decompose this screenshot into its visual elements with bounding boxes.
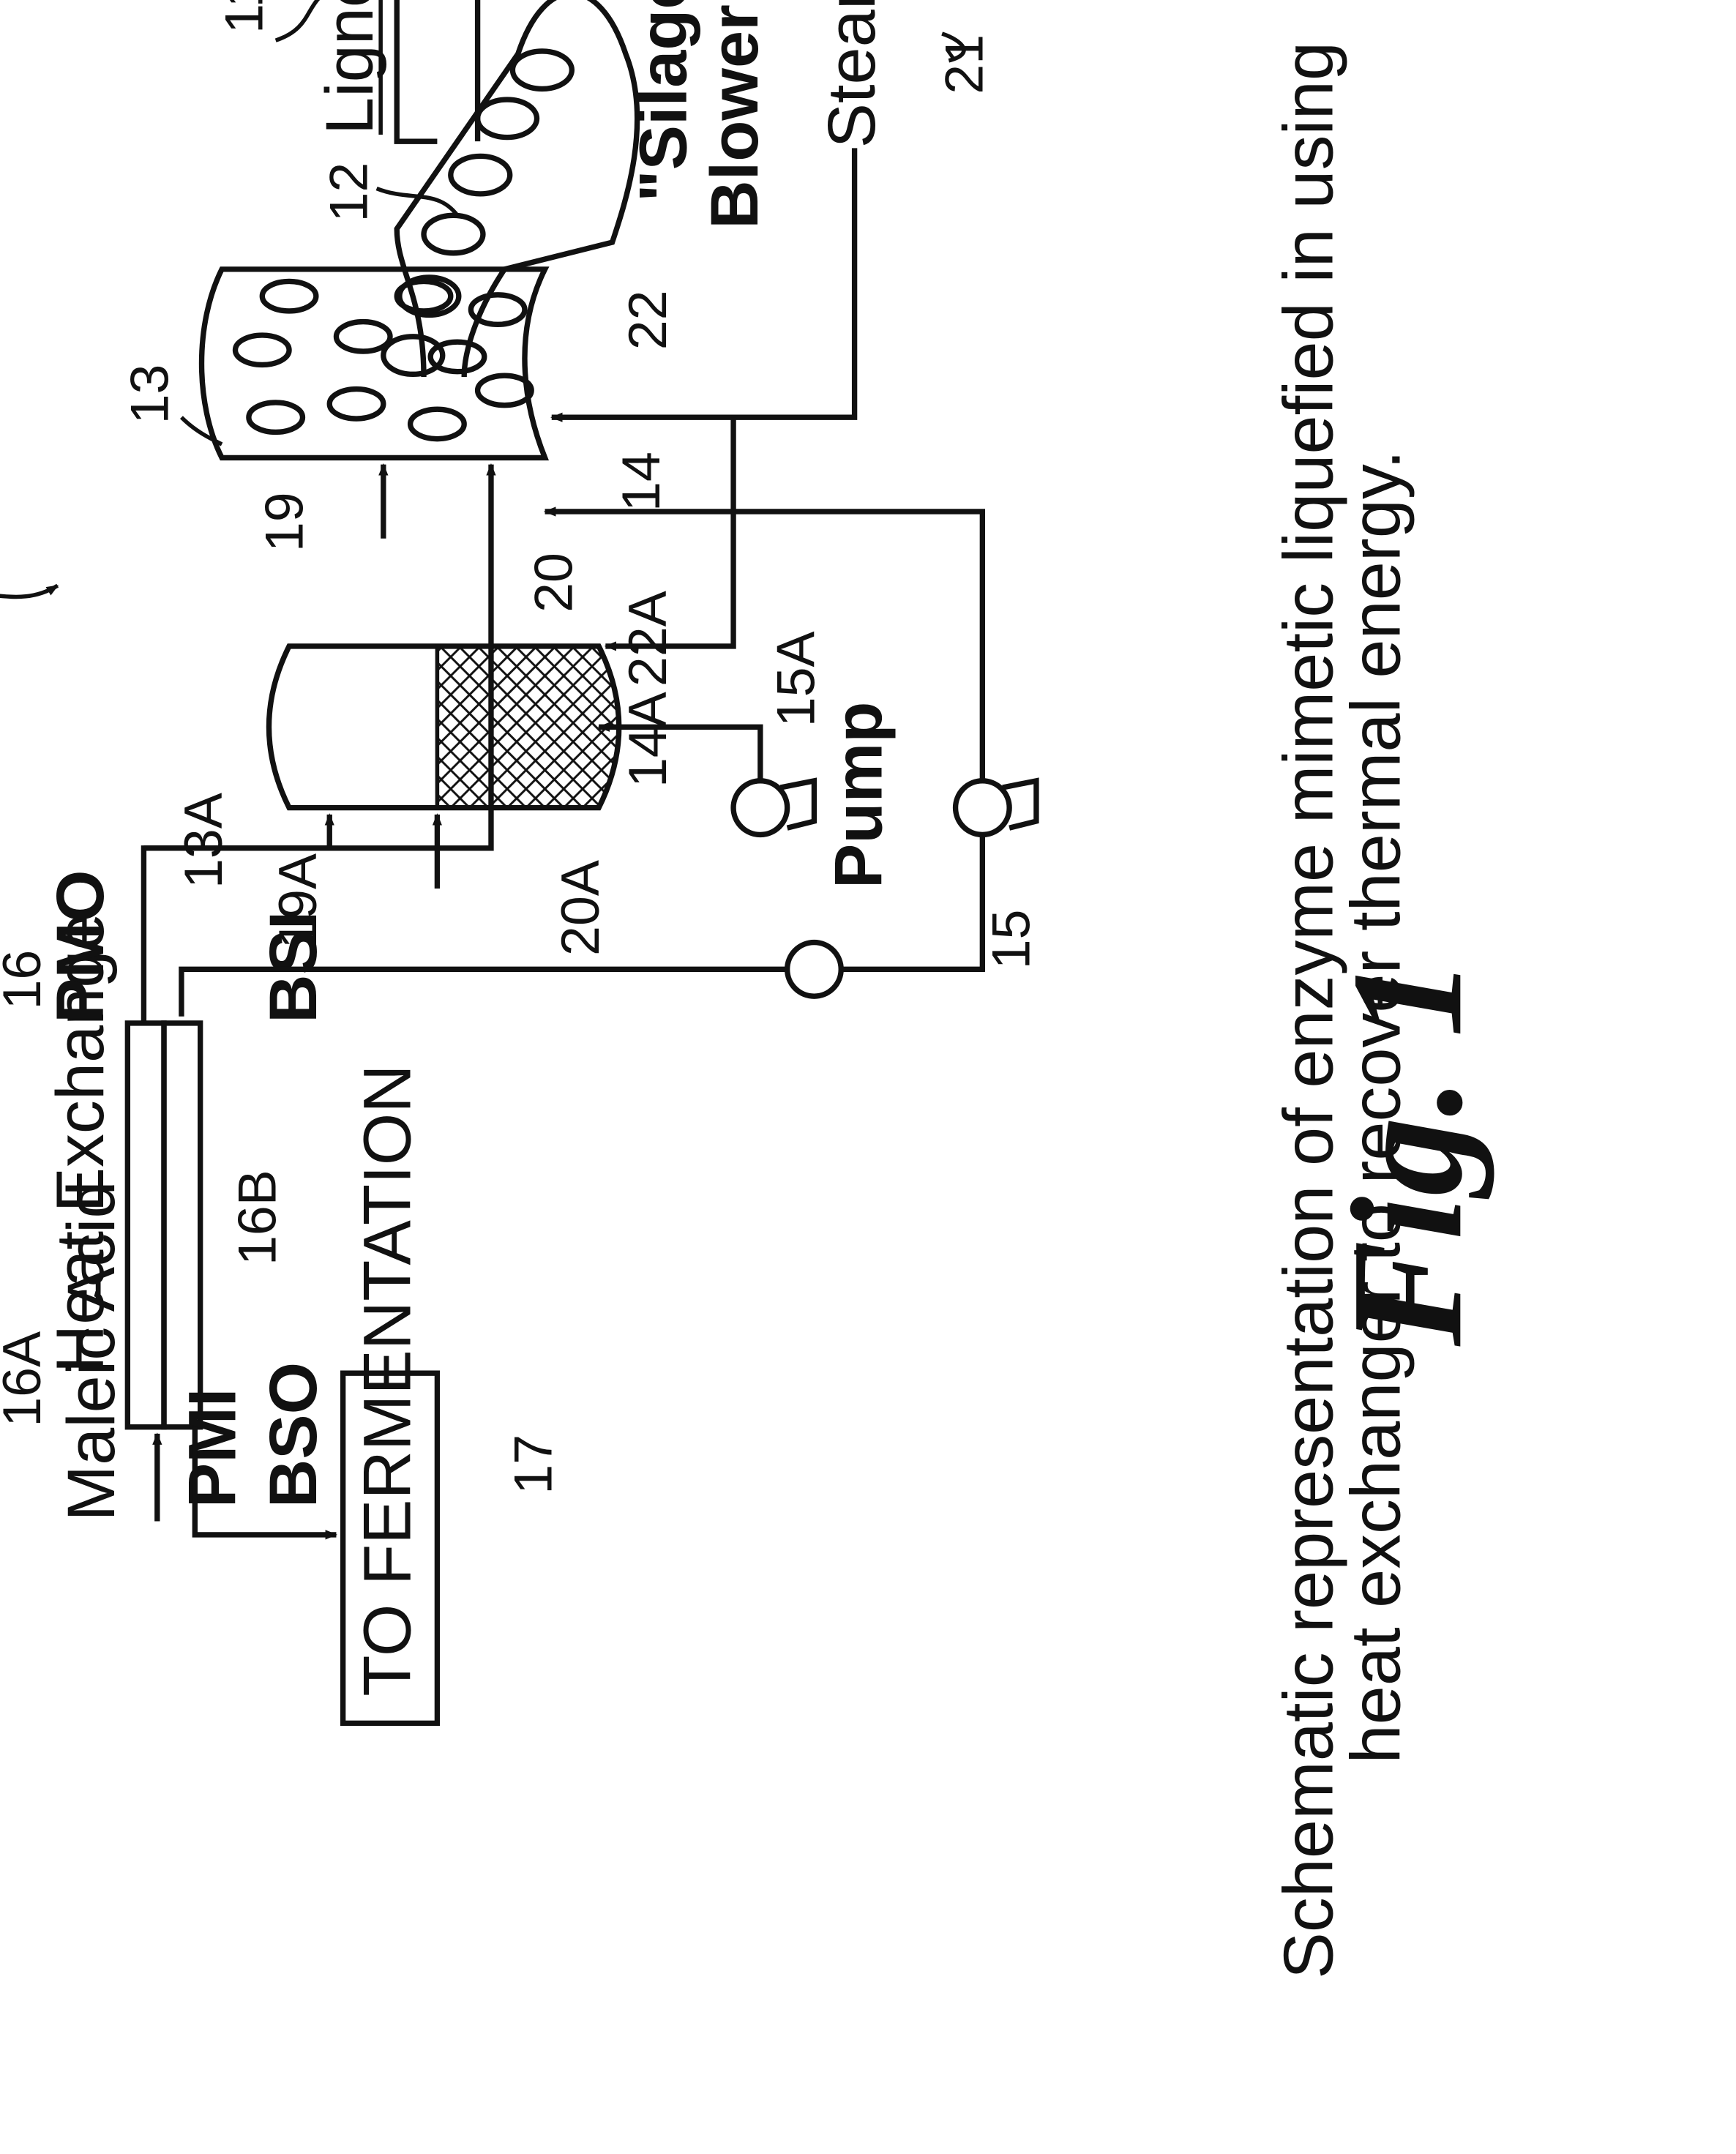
blower-or-conveyor-label: Blower or Conveyor bbox=[697, 0, 772, 229]
check-valve-icon bbox=[787, 943, 842, 997]
heat-exchanger-tube-16b bbox=[164, 1023, 201, 1427]
ref-21: 21 bbox=[933, 34, 994, 94]
ref-14a: 14A bbox=[617, 692, 678, 788]
pump-15a-icon bbox=[733, 781, 787, 835]
conveyor-bead bbox=[451, 156, 510, 194]
conveyor-bead bbox=[384, 337, 443, 375]
lignocellulose-label: Lignocellulose bbox=[313, 0, 387, 135]
to-fermentation-label: TO FERMENTATION bbox=[351, 1064, 425, 1696]
ref-13: 13 bbox=[119, 364, 180, 425]
conveyor-bead bbox=[512, 51, 572, 89]
ref-15: 15 bbox=[981, 910, 1041, 970]
steam-label: Steam bbox=[815, 0, 889, 148]
ref-14: 14 bbox=[610, 452, 671, 512]
pump-15-icon bbox=[956, 781, 1010, 835]
figure-label-block: Fig. 1 bbox=[1319, 958, 1494, 1347]
ref-16b: 16B bbox=[227, 1170, 288, 1265]
ref-22: 22 bbox=[617, 290, 678, 350]
ref-15a: 15A bbox=[765, 631, 826, 727]
conveyor-bead bbox=[424, 215, 483, 253]
ref-16a: 16A bbox=[0, 1331, 52, 1427]
heat-exchanger-16: Heat Exchange 16 16A 16B PMO PMI BSI BSO bbox=[0, 870, 331, 1508]
ref-13-leader bbox=[182, 417, 222, 444]
pmi-label: PMI bbox=[175, 1388, 250, 1508]
pump-15: 15 bbox=[956, 781, 1041, 970]
pump-label: Pump bbox=[821, 702, 896, 889]
ref-10-leader bbox=[0, 586, 58, 606]
ref-12: 12 bbox=[318, 162, 379, 222]
heat-exchanger-tube-16a bbox=[127, 1023, 164, 1427]
reactor-vessel-13: 13 19 20 14 22 bbox=[119, 269, 678, 613]
ref-19: 19 bbox=[253, 492, 314, 552]
ref-17: 17 bbox=[503, 1435, 564, 1495]
vessel-13a-bed bbox=[437, 646, 618, 808]
figure-title: Fig. 1 bbox=[1319, 958, 1494, 1347]
ref-11: 11 bbox=[213, 0, 274, 34]
ref-13a: 13A bbox=[173, 793, 233, 889]
ref-20a: 20A bbox=[550, 860, 610, 956]
rotated-drawing: 10 Lignocellulose 11 12 "Silage" Blower … bbox=[0, 0, 1041, 1723]
bso-label: BSO bbox=[256, 1362, 331, 1508]
maleic-acid-label: Maleic Acid bbox=[54, 1181, 129, 1521]
ref-22a: 22A bbox=[617, 591, 678, 687]
silage-label: "Silage" bbox=[626, 0, 701, 202]
conveyor-bead bbox=[478, 100, 537, 138]
vessel-13a: 13A 19A 20A 14A 22A bbox=[173, 591, 678, 956]
ref-20: 20 bbox=[523, 553, 583, 613]
pmo-label: PMO bbox=[43, 870, 118, 1022]
